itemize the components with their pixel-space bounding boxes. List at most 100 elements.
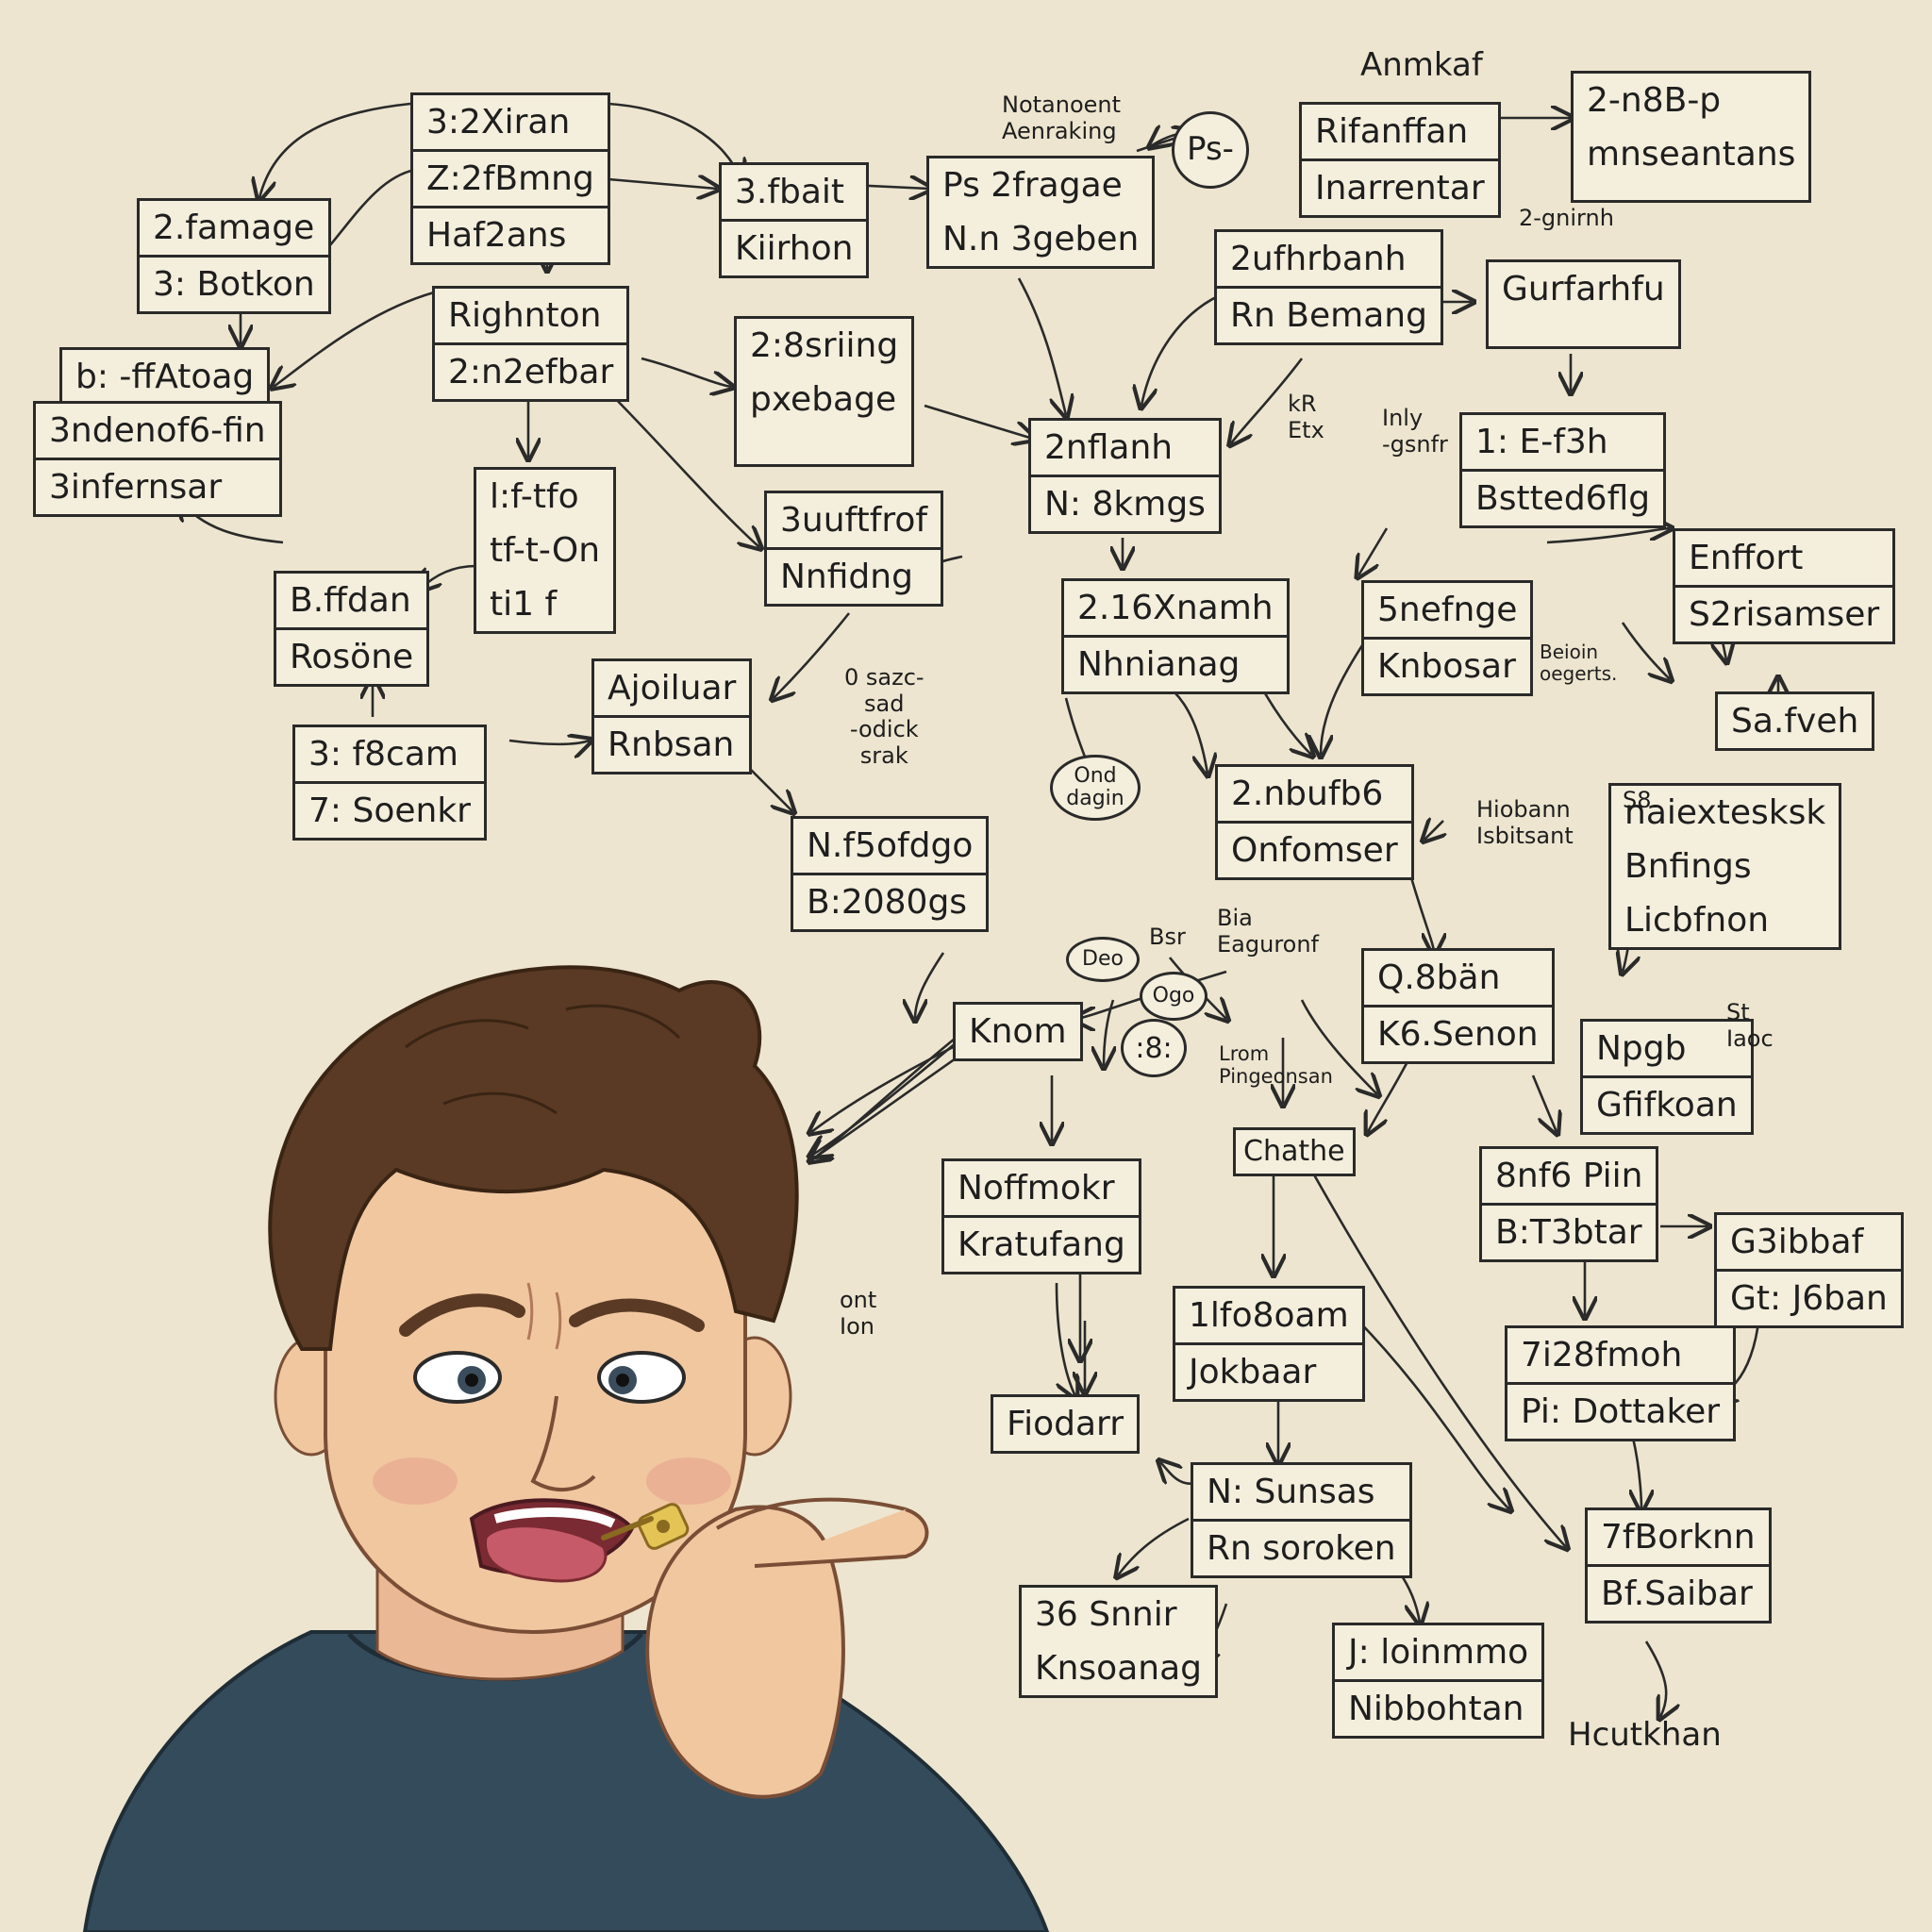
topic-box-18: 2.16Xnamh Nhnianag: [1061, 578, 1290, 694]
topic-label: K6.Senon: [1364, 1005, 1552, 1061]
topic-box-12: Gurfarhfu: [1486, 259, 1681, 349]
topic-box-5: Rifanffan Inarrentar: [1299, 102, 1501, 218]
topic-label: 7: Soenkr: [295, 781, 484, 838]
circle-node-4: :8:: [1121, 1019, 1187, 1077]
topic-label: N: Sunsas: [1207, 1473, 1375, 1511]
topic-label: B:2080gs: [793, 873, 987, 929]
topic-label: Fiodarr: [1007, 1405, 1124, 1443]
topic-box-9: 3ndenof6-fin 3infernsar: [33, 401, 282, 517]
annotation-brom: Lrom Pingeonsan: [1219, 1042, 1333, 1089]
topic-label: N: 8kmgs: [1031, 475, 1219, 531]
topic-label: 2nflanh: [1044, 428, 1174, 467]
topic-label: 2.nbufb6: [1231, 774, 1384, 813]
topic-label: Sa.fveh: [1731, 702, 1859, 741]
topic-label: 3infernsar: [36, 458, 279, 514]
annotation-bi: Bia Eaguronf: [1217, 905, 1319, 958]
topic-label: Nhnianag: [1064, 635, 1287, 691]
topic-label: Rn soroken: [1193, 1519, 1409, 1575]
topic-box-21: Ajoiluar Rnbsan: [591, 658, 753, 774]
topic-label: Nibbohtan: [1335, 1679, 1542, 1736]
circle-node-3: Ogo: [1140, 972, 1208, 1021]
topic-box-19: 5nefnge Knbosar: [1361, 580, 1534, 696]
topic-box-30: Chathe: [1233, 1127, 1356, 1176]
topic-box-33: G3ibbaf Gt: J6ban: [1714, 1212, 1904, 1328]
topic-label: Knbosar: [1364, 637, 1531, 693]
topic-box-26: naiextesksk Bnfings Licbfnon: [1608, 783, 1842, 950]
annotation-top: Anmkaf: [1360, 46, 1483, 84]
topic-label: 2.famage: [153, 208, 315, 247]
topic-label: Inarrentar: [1302, 158, 1498, 215]
topic-box-7: Righnton 2:n2efbar: [432, 286, 630, 402]
topic-label: Rifanffan: [1315, 112, 1469, 151]
topic-box-37: N: Sunsas Rn soroken: [1191, 1462, 1412, 1578]
topic-label: 3:2Xiran: [426, 103, 571, 142]
topic-box-22: 3: f8cam 7: Soenkr: [292, 724, 487, 841]
circle-node-ps: Ps-: [1172, 111, 1249, 189]
topic-label: Bstted6flg: [1462, 469, 1664, 525]
topic-box-32: 8nf6 Piin B:T3btar: [1479, 1146, 1659, 1262]
topic-label: 2:8sriing: [750, 326, 899, 365]
topic-box-11: 2ufhrbanh Rn Bemang: [1214, 229, 1443, 345]
topic-label: S2risamser: [1675, 585, 1893, 641]
annotation-kr: kR Etx: [1288, 391, 1324, 443]
topic-box-28: Q.8bän K6.Senon: [1361, 948, 1555, 1064]
topic-box-14: 3uuftfrof Nnfidng: [764, 491, 944, 607]
annotation-bsr: Bsr: [1149, 924, 1186, 950]
topic-label: 7i28fmoh: [1521, 1336, 1683, 1374]
topic-box-24: 2.nbufb6 Onfomser: [1215, 764, 1414, 880]
annotation-saze: 0 sazc- sad -odick srak: [844, 664, 924, 769]
topic-label: 3ndenof6-fin: [49, 411, 266, 450]
topic-label: 7fBorknn: [1601, 1518, 1756, 1557]
topic-label: naiextesksk: [1624, 793, 1826, 832]
topic-label: Knsoanag: [1035, 1649, 1202, 1688]
topic-label: Onfomser: [1218, 821, 1411, 877]
topic-box-8: b: -ffAtoag: [59, 347, 271, 407]
topic-label: N.n 3geben: [942, 220, 1140, 258]
topic-label: Noffmokr: [958, 1169, 1115, 1208]
circle-node-1: Ond dagin: [1050, 755, 1141, 821]
topic-label: Ps 2fragae: [942, 166, 1123, 205]
annotation-hio: Hiobann Isbitsant: [1476, 796, 1574, 849]
topic-label: b: -ffAtoag: [75, 358, 255, 396]
topic-label: Righnton: [448, 296, 602, 335]
annotation-2g: 2-gnirnh: [1519, 205, 1614, 231]
topic-label: 3.fbait: [735, 173, 845, 211]
topic-label: Jokbaar: [1175, 1342, 1362, 1399]
topic-label: 1lfo8oam: [1189, 1296, 1349, 1335]
topic-box-39: 36 Snnir Knsoanag: [1019, 1585, 1218, 1698]
topic-label: G3ibbaf: [1730, 1223, 1864, 1261]
topic-box-34: 1lfo8oam Jokbaar: [1173, 1286, 1365, 1402]
topic-label: 36 Snnir: [1035, 1595, 1177, 1634]
topic-box-10: 2:8sriing pxebage: [734, 316, 915, 467]
topic-label: Haf2ans: [413, 206, 608, 262]
topic-box-3: 3.fbait Kiirhon: [719, 162, 870, 278]
topic-label: Bf.Saibar: [1588, 1564, 1769, 1621]
topic-label: 2ufhrbanh: [1230, 240, 1407, 278]
annotation-nota: Notanoent Aenraking: [1002, 92, 1122, 144]
topic-box-27: Knom: [953, 1002, 1083, 1061]
topic-label: Q.8bän: [1377, 958, 1501, 997]
topic-label: B.ffdan: [290, 581, 411, 620]
topic-label: pxebage: [750, 380, 897, 419]
confused-person-illustration: [82, 965, 1050, 1932]
topic-label: Npgb: [1596, 1029, 1687, 1068]
topic-box-6: 2-n8B-p mnseantans: [1571, 71, 1812, 203]
topic-label: Z:2fBmng: [413, 149, 608, 206]
topic-label: Bnfings: [1624, 847, 1752, 886]
topic-box-13: l:f-tfo tf-t-On ti1 f: [474, 467, 617, 634]
topic-label: Nnfidng: [767, 547, 941, 604]
topic-label: Chathe: [1243, 1135, 1345, 1168]
circle-node-2: Deo: [1066, 937, 1140, 982]
topic-label: l:f-tfo: [490, 477, 579, 516]
topic-label: B:T3btar: [1482, 1203, 1657, 1259]
topic-box-15: 2nflanh N: 8kmgs: [1028, 418, 1222, 534]
topic-label: Gt: J6ban: [1717, 1269, 1901, 1325]
annotation-beic: Beioin oegerts.: [1540, 641, 1618, 685]
topic-label: 2.16Xnamh: [1077, 589, 1274, 627]
topic-box-20: Enffort S2risamser: [1673, 528, 1896, 644]
topic-label: J: loinmmo: [1348, 1633, 1529, 1672]
topic-label: Ajoiluar: [608, 669, 737, 708]
topic-label: Rosöne: [276, 627, 427, 684]
topic-box-40: J: loinmmo Nibbohtan: [1332, 1623, 1545, 1739]
